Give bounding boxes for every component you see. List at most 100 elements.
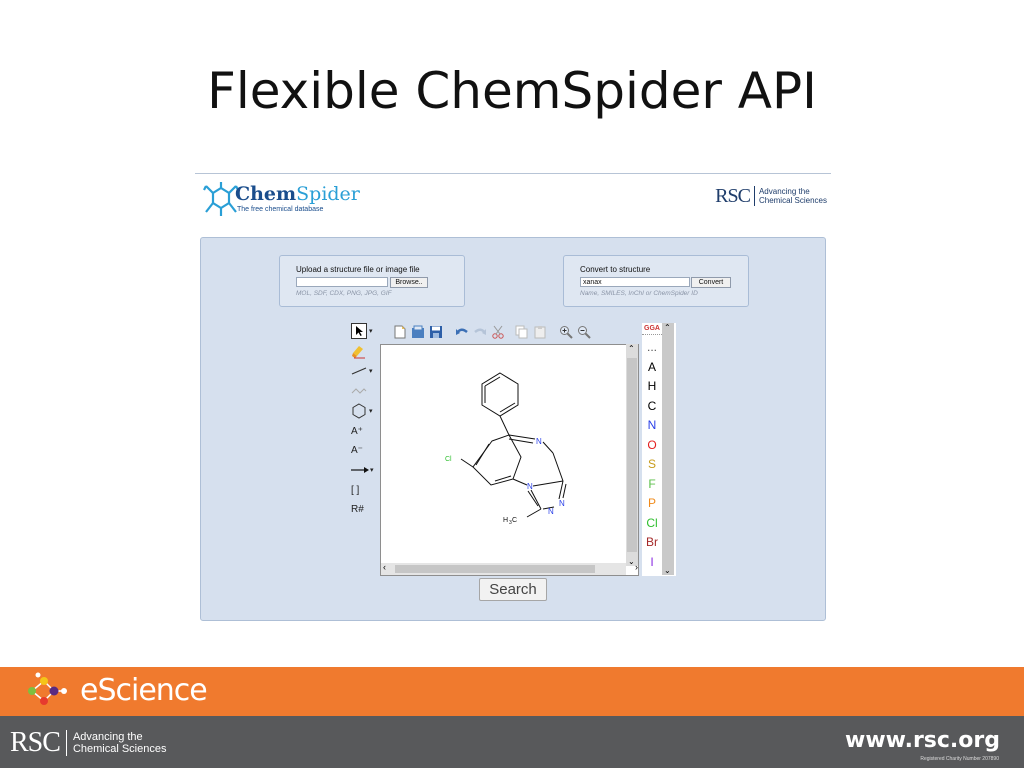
scroll-up-icon[interactable]: ⌃ [628, 344, 635, 353]
bond-tool[interactable]: ▾ [351, 363, 377, 379]
rsc-footer-line1: Advancing the [72, 731, 143, 743]
upload-box: Upload a structure file or image file Br… [279, 255, 465, 307]
chain-tool[interactable] [351, 383, 377, 399]
element-scrollbar[interactable]: ⌃ ⌄ [662, 323, 674, 575]
brand-spider: Spider [296, 183, 360, 205]
atom-n-imine: N [536, 437, 542, 446]
rsc-advancing-line1: Advancing the [758, 187, 810, 196]
search-button[interactable]: Search [479, 578, 547, 601]
element-more[interactable]: ... [646, 340, 657, 354]
hexagon-icon [352, 403, 366, 419]
atom-n-triazole-2: N [548, 507, 554, 516]
cursor-icon [351, 323, 367, 339]
element-scroll-down-icon[interactable]: ⌄ [664, 566, 671, 575]
ring-tool[interactable]: ▾ [351, 403, 377, 419]
single-bond-icon [351, 367, 367, 375]
paste-icon[interactable] [533, 325, 547, 339]
scroll-right-icon[interactable]: › [635, 562, 638, 572]
chain-icon [351, 388, 367, 394]
rsc-footer-line2: Chemical Sciences [72, 743, 167, 755]
atom-cl: Cl [445, 456, 452, 463]
element-c[interactable]: C [647, 398, 657, 413]
element-p[interactable]: P [647, 496, 656, 510]
convert-hint: Name, SMILES, InChI or ChemSpider ID [580, 290, 698, 297]
convert-button[interactable]: Convert [691, 277, 731, 288]
website-link[interactable]: www.rsc.org [845, 728, 1000, 753]
canvas-vertical-scrollbar[interactable]: ⌃ ⌄ [626, 344, 638, 566]
new-document-icon[interactable] [393, 325, 407, 339]
element-br[interactable]: Br [646, 535, 658, 549]
element-n[interactable]: N [647, 418, 657, 432]
canvas-horizontal-thumb[interactable] [395, 565, 595, 573]
bracket-tool[interactable]: [ ] [351, 484, 360, 496]
convert-input[interactable]: xanax [580, 277, 690, 287]
charge-minus-tool[interactable]: A⁻ [351, 444, 363, 456]
reaction-arrow-tool[interactable]: ▾ [351, 462, 377, 478]
open-file-icon[interactable] [411, 325, 425, 339]
zoom-out-icon[interactable] [577, 325, 591, 339]
escience-molecule-icon [28, 672, 67, 705]
chemspider-brand[interactable]: ChemSpider [235, 183, 360, 205]
canvas-vertical-thumb[interactable] [627, 358, 637, 552]
redo-icon[interactable] [473, 325, 487, 339]
chemspider-tagline: The free chemical database [237, 206, 324, 213]
rsc-footer-wordmark: RSC [10, 729, 67, 757]
element-scroll-up-icon[interactable]: ⌃ [664, 323, 671, 332]
rsc-logo-top[interactable]: RSC Advancing the Chemical Sciences [715, 186, 827, 206]
upload-file-field[interactable] [296, 277, 388, 287]
element-a[interactable]: A [647, 359, 656, 374]
atom-n-triazole-1: N [559, 499, 565, 508]
rgroup-tool[interactable]: R# [351, 503, 364, 515]
chemspider-logo-icon [203, 182, 239, 216]
rsc-advancing-line2: Chemical Sciences [758, 196, 827, 205]
select-dropdown-icon: ▾ [369, 328, 373, 335]
upload-label: Upload a structure file or image file [296, 265, 420, 274]
arrow-dropdown-icon: ▾ [370, 467, 374, 474]
element-h[interactable]: H [647, 379, 657, 393]
chemspider-screenshot: ChemSpider The free chemical database RS… [195, 173, 831, 624]
bond-dropdown-icon: ▾ [369, 368, 373, 375]
save-icon[interactable] [429, 325, 443, 339]
eraser-icon [352, 346, 365, 359]
copy-icon[interactable] [515, 325, 529, 339]
escience-wordmark: eScience [80, 673, 208, 708]
cut-icon[interactable] [491, 325, 505, 339]
convert-box: Convert to structure xanax Convert Name,… [563, 255, 749, 307]
structure-canvas[interactable]: Cl N N N N H 3 C [380, 344, 639, 576]
slide-title: Flexible ChemSpider API [207, 62, 817, 120]
charge-plus-tool[interactable]: A⁺ [351, 425, 363, 437]
element-cl[interactable]: Cl [646, 515, 658, 530]
editor-toolbar [391, 323, 651, 343]
canvas-horizontal-scrollbar[interactable]: ‹ › [381, 562, 638, 575]
search-panel: Upload a structure file or image file Br… [200, 237, 826, 621]
element-f[interactable]: F [648, 476, 656, 491]
charity-number: Registered Charity Number 207890 [920, 756, 999, 762]
zoom-in-icon[interactable] [559, 325, 573, 339]
brand-chem: Chem [235, 183, 297, 205]
atom-methyl-c: C [512, 517, 517, 524]
select-tool[interactable]: ▾ [351, 323, 377, 339]
undo-icon[interactable] [455, 325, 469, 339]
gga-logo-icon[interactable]: GGA [644, 325, 660, 332]
eraser-tool[interactable] [351, 343, 377, 359]
scroll-left-icon[interactable]: ‹ [383, 562, 386, 572]
convert-label: Convert to structure [580, 265, 651, 274]
gga-divider [642, 334, 662, 341]
rsc-advancing-text: Advancing the Chemical Sciences [759, 187, 827, 205]
atom-n-bridge: N [527, 482, 533, 491]
upload-hint: MOL, SDF, CDX, PNG, JPG, GIF [296, 290, 392, 297]
element-i[interactable]: I [650, 554, 654, 569]
element-o[interactable]: O [647, 437, 657, 452]
scroll-down-icon[interactable]: ⌄ [628, 557, 635, 566]
escience-bar: eScience [0, 667, 1024, 716]
alprazolam-structure: Cl N N N N H 3 C [445, 372, 567, 526]
rsc-footer-bar: RSC Advancing the Chemical Sciences www.… [0, 716, 1024, 768]
rsc-logo-footer[interactable]: RSC Advancing the Chemical Sciences [10, 729, 167, 757]
browse-button[interactable]: Browse.. [390, 277, 428, 288]
atom-methyl-h: H [503, 517, 508, 524]
rsc-footer-advancing: Advancing the Chemical Sciences [73, 731, 167, 755]
atom-methyl-sub: 3 [509, 520, 512, 526]
rsc-wordmark: RSC [715, 186, 755, 206]
element-s[interactable]: S [647, 457, 656, 471]
ring-dropdown-icon: ▾ [369, 408, 373, 415]
